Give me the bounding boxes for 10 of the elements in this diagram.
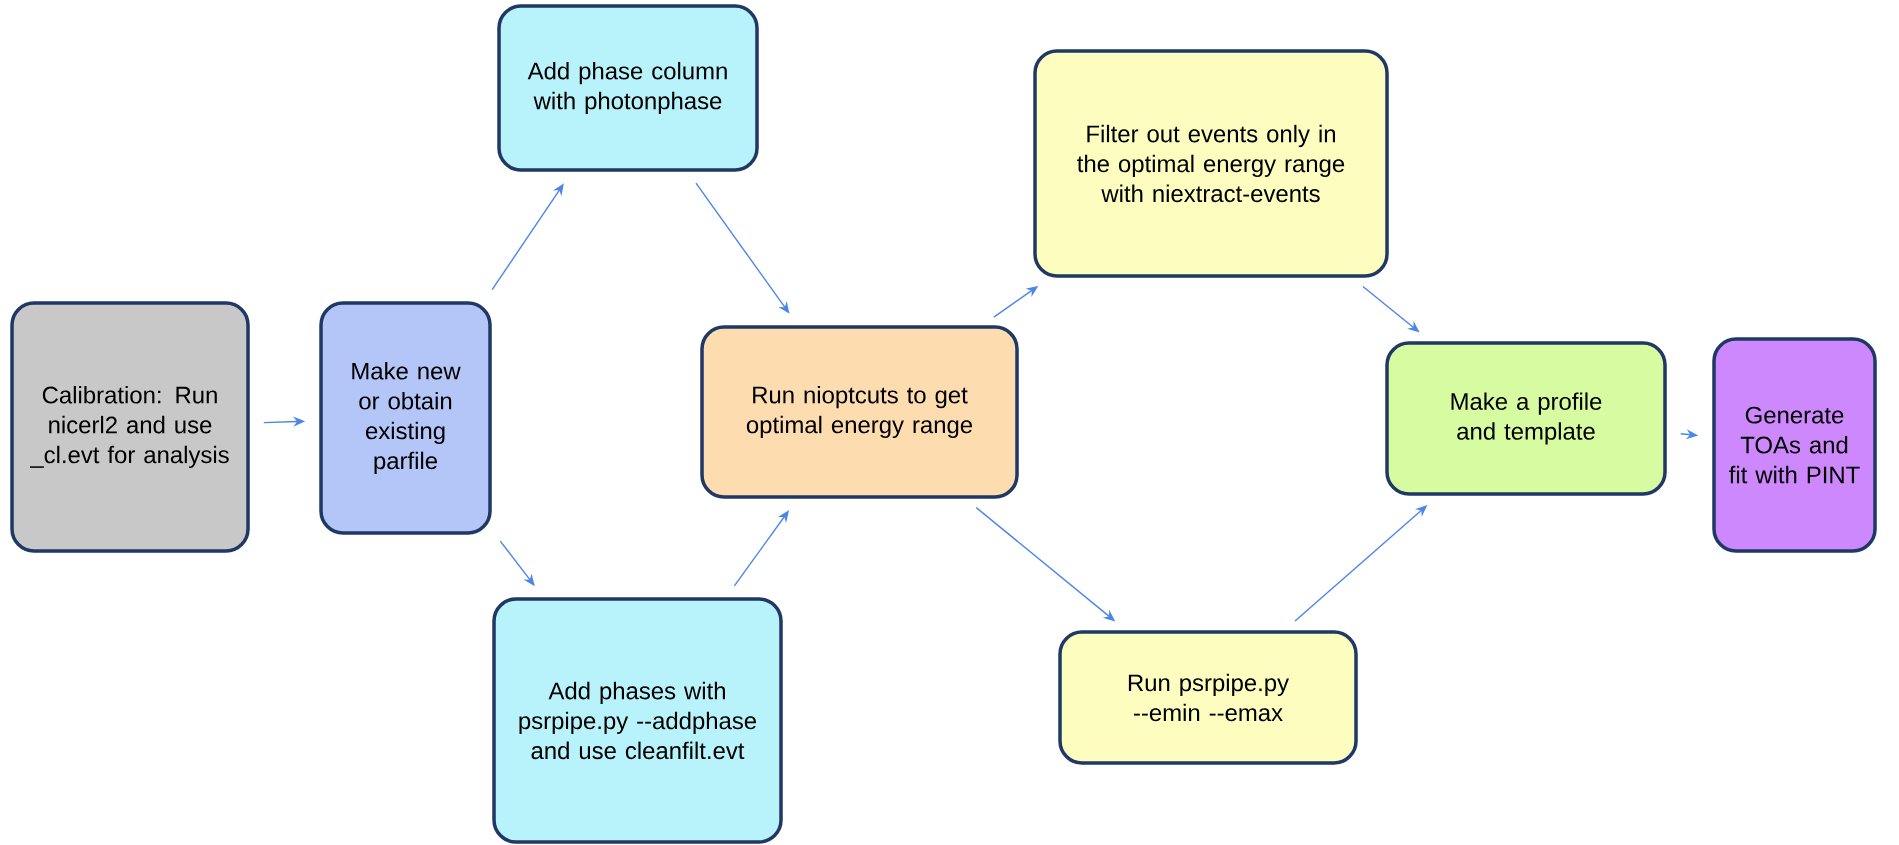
arrow <box>695 182 790 314</box>
process-box: Calibration: Run nicerl2 and use _cl.evt for analysis <box>10 301 250 553</box>
process-box: Run nioptcuts to get optimal energy range <box>700 325 1019 499</box>
process-box: Run psrpipe.py --emin --emax <box>1058 630 1358 765</box>
process-box: Make new or obtain existing parfile <box>319 301 492 535</box>
process-box: Add phases with psrpipe.py --addphase and use cleanfilt.evt <box>492 597 783 844</box>
process-box: Generate TOAs and fit with PINT <box>1712 337 1877 553</box>
process-box: Make a profile and template <box>1385 341 1667 496</box>
process-box: Filter out events only in the optimal energy range with niextract-events <box>1033 49 1389 278</box>
process-box: Add phase column with photonphase <box>497 4 759 172</box>
